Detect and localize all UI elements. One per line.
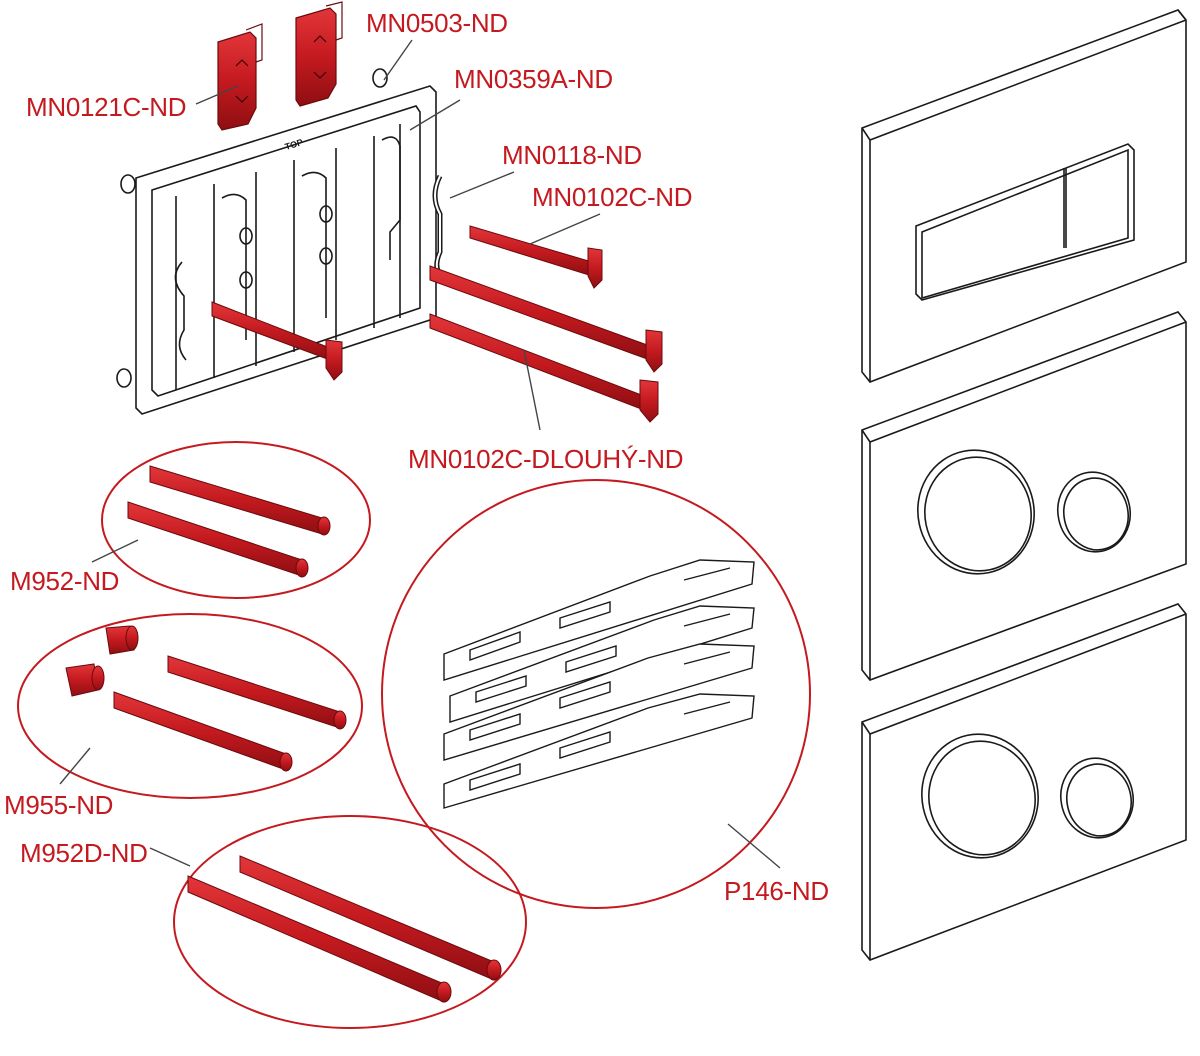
flush-plate-round-1	[861, 311, 1187, 681]
flush-plate-rectangular	[861, 9, 1187, 383]
group-ring-m952	[101, 441, 371, 599]
leader-mn0102c	[529, 213, 601, 245]
cap-m955-lower	[65, 663, 105, 697]
leader-mn0359a	[409, 99, 461, 131]
label-p146: P146-ND	[724, 876, 829, 906]
label-m952: M952-ND	[10, 566, 120, 596]
clip-mn0121c-left	[217, 23, 263, 131]
leader-mn0121c	[195, 85, 239, 105]
label-mn0102c: MN0102C-ND	[532, 182, 693, 212]
flush-plate-round-2	[861, 603, 1187, 961]
rod-m952d-lower	[187, 875, 452, 1003]
label-mn0503: MN0503-ND	[366, 8, 508, 38]
rod-mn0102c-short	[469, 225, 603, 289]
mounting-frame	[116, 68, 446, 415]
label-m952d: M952D-ND	[20, 838, 148, 868]
rod-m952-lower	[127, 501, 309, 578]
leader-m952	[91, 539, 139, 563]
label-m955: M955-ND	[4, 790, 114, 820]
rod-mn0102c-long	[429, 313, 659, 423]
label-mn0118: MN0118-ND	[502, 140, 642, 170]
group-ring-m955	[17, 613, 363, 799]
spacer-p146-set	[443, 559, 755, 809]
leader-m955	[59, 747, 91, 785]
group-ring-m952d	[173, 815, 527, 1029]
rod-m955-upper	[167, 655, 347, 730]
rod-mn0102c-lower-left	[211, 301, 343, 381]
leader-p146	[727, 823, 781, 869]
rod-m952d-upper	[239, 855, 502, 981]
leader-mn0102c-long	[523, 349, 541, 431]
rod-mn0102c-mid	[429, 265, 663, 373]
cap-m955-upper	[105, 625, 139, 655]
label-mn0359a: MN0359A-ND	[454, 64, 613, 94]
leader-m952d	[149, 847, 191, 867]
leader-lines	[59, 39, 781, 869]
group-ring-p146	[381, 479, 811, 909]
leader-mn0503	[383, 39, 413, 81]
rod-m952-upper	[149, 465, 331, 536]
label-mn0102c-long: MN0102C-DLOUHÝ-ND	[408, 444, 684, 474]
label-mn0121c: MN0121C-ND	[26, 92, 187, 122]
clip-mn0121c-right	[295, 1, 343, 107]
rod-m955-lower	[113, 691, 293, 772]
leader-mn0118	[449, 171, 515, 199]
